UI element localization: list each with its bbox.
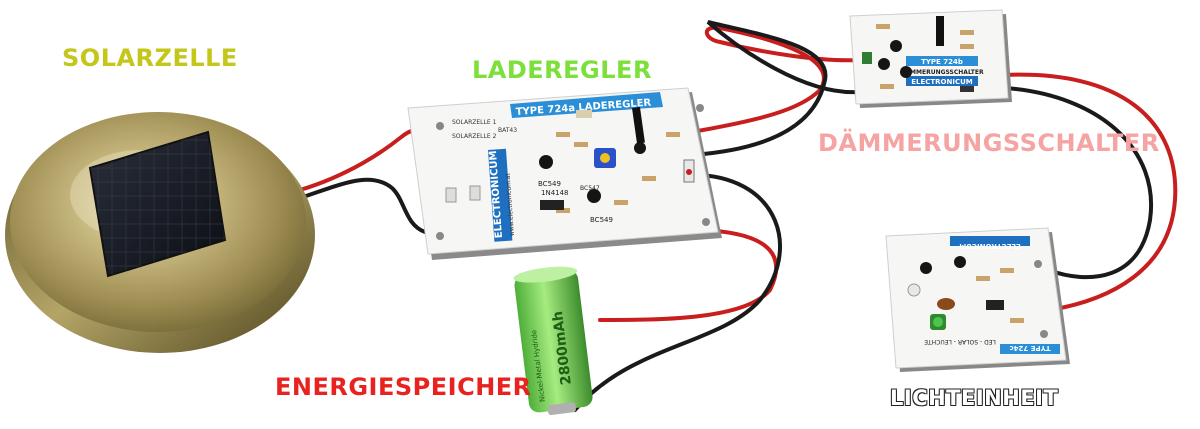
- solar-panel: [5, 112, 315, 353]
- label-energiespeicher: ENERGIESPEICHER: [275, 373, 532, 401]
- laderegler-bc547: BC547: [580, 185, 600, 192]
- laderegler-solar2: SOLARZELLE 2: [452, 133, 497, 140]
- laderegler-components: [436, 104, 710, 240]
- licht-components: [907, 256, 1048, 338]
- wire-batt-red: [598, 228, 778, 322]
- dae-components: [862, 16, 974, 92]
- dae-brand-strip: [906, 76, 978, 86]
- licht-brand: ELECTRONICUM: [959, 242, 1021, 250]
- lichteinheit-board: ELECTRONICUM TYPE 724c LED - SOLAR - LEU…: [885, 227, 1070, 372]
- laderegler-solar1: SOLARZELLE 1: [452, 119, 497, 126]
- licht-brand-strip: [950, 236, 1030, 246]
- laderegler-bat43: BAT43: [498, 127, 517, 134]
- battery: 2800mAh Nickel-Metal Hydride: [513, 266, 593, 415]
- dae-subtitle: DÄMMERUNGSSCHALTER: [900, 69, 984, 76]
- licht-title-bar: [1000, 344, 1060, 354]
- wire-dae-black: [690, 20, 860, 157]
- licht-subtitle: LED - SOLAR - LEUCHTE: [924, 338, 996, 345]
- dae-brand: ELECTRONICUM: [911, 78, 973, 86]
- licht-title: TYPE 724c: [1010, 344, 1051, 352]
- wire-dae-red: [690, 25, 860, 134]
- wire-licht-red: [1003, 72, 1178, 312]
- label-lichteinheit: LICHTEINHEIT: [890, 386, 1059, 410]
- laderegler-title-bar: [510, 92, 663, 118]
- dae-title-bar: [906, 56, 978, 66]
- label-solarzelle: SOLARZELLE: [62, 44, 238, 72]
- wire-licht-black: [1003, 86, 1154, 280]
- label-laderegler: LADEREGLER: [472, 56, 652, 84]
- wires: [298, 20, 1178, 412]
- dae-title: TYPE 724b: [921, 58, 963, 66]
- laderegler-brand-strip: [488, 148, 513, 242]
- label-daemmerungsschalter: DÄMMERUNGSSCHALTER: [818, 129, 1160, 157]
- laderegler-website: www.electronicum.at: [505, 172, 516, 236]
- laderegler-bc549b: BC549: [590, 216, 613, 224]
- wire-solar-black: [298, 177, 427, 234]
- laderegler-board: TYPE 724a LADEREGLER ELECTRONICUM www.el…: [407, 87, 722, 260]
- daemmerungsschalter-board: TYPE 724b DÄMMERUNGSSCHALTER ELECTRONICU…: [849, 9, 1012, 108]
- laderegler-bc549a: BC549: [538, 180, 561, 188]
- laderegler-1n4148: 1N4148: [541, 189, 569, 197]
- wire-batt-black: [573, 173, 782, 412]
